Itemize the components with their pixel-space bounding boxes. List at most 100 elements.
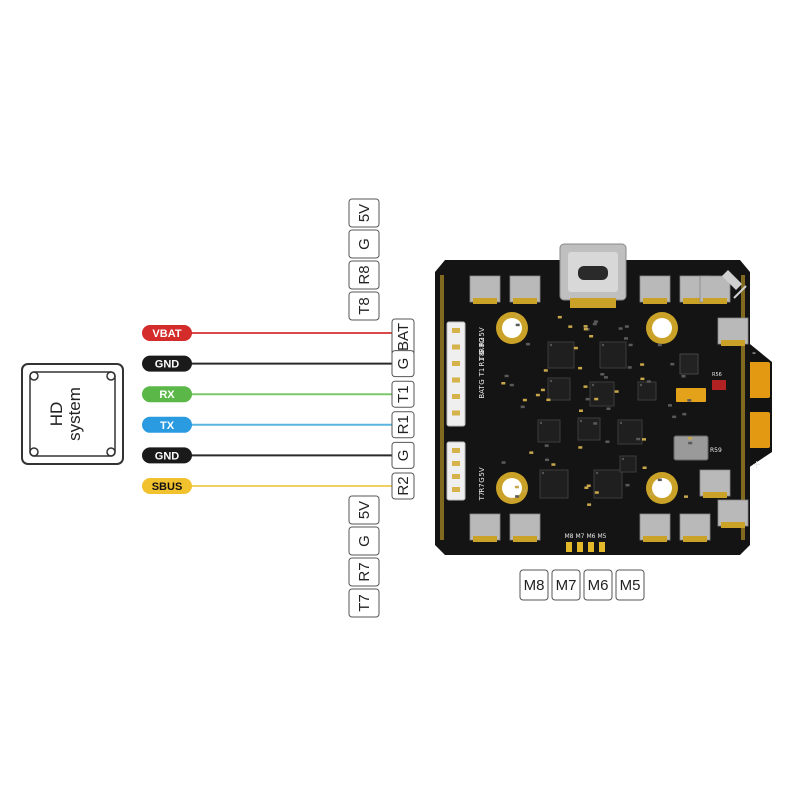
mosfet-11	[699, 275, 731, 303]
wire-label-0: VBAT	[152, 328, 181, 340]
board-motor-pad-0	[566, 542, 572, 552]
side-pad-label-3: R1	[395, 415, 412, 434]
mosfet-6	[469, 513, 501, 541]
side-pad-label-1: G	[395, 358, 412, 370]
battery-positive-pad	[748, 412, 770, 448]
side-pad-label-4: G	[395, 450, 412, 462]
chip-7	[539, 469, 569, 499]
bottom_connector_pads-pad-label-0: T7	[356, 594, 373, 612]
silk-silk-conn2-1: R8	[478, 343, 486, 352]
side-pad-3: R1	[391, 411, 415, 439]
ic-chips	[537, 341, 657, 499]
silk-silk-conn1-4: G	[478, 349, 486, 354]
mounting-holes	[496, 312, 678, 504]
motor-pad-label-3: M5	[620, 577, 641, 594]
silk-silk-conn1-5: R2	[478, 337, 486, 346]
wire-label-pill-3: TX	[142, 416, 192, 433]
side-pad-4: G	[391, 441, 415, 469]
silk-silk-conn2-2: G	[478, 337, 486, 342]
motor-pad-3: M5	[615, 569, 645, 601]
wires-group: VBAT GND RX TX GND SBUS	[142, 325, 392, 494]
silk-silk-conn3-0: T7	[478, 492, 486, 502]
wire-label-3: TX	[160, 420, 175, 432]
silk-silk-conn3-1: R7	[478, 483, 486, 492]
top_connector_pads-pad-label-3: 5V	[356, 204, 373, 222]
led-label: R56	[712, 372, 722, 378]
motor-pad-1: M7	[551, 569, 581, 601]
top_connector_pads-pad-label-1: R8	[356, 265, 373, 284]
mosfet-9	[679, 513, 711, 541]
bottom_connector_pads-pad-3: 5V	[348, 495, 380, 525]
motor-pad-label-0: M8	[524, 577, 545, 594]
side-pad-5: R2	[391, 472, 415, 500]
top_connector_pads-pad-label-0: T8	[356, 297, 373, 315]
motor-pad-0: M8	[519, 569, 549, 601]
capacitor	[673, 435, 709, 461]
mosfet-array	[469, 275, 749, 542]
silk-silk-conn1-3: R1	[478, 357, 486, 366]
top_connector_pads-pad-1: R8	[348, 260, 380, 290]
bottom_connector_pads-pad-label-2: G	[356, 535, 373, 547]
chip-2	[547, 377, 571, 401]
polarity-plus: +	[752, 458, 761, 471]
bottom_connector_pads-pad-0: T7	[348, 588, 380, 618]
regulator	[679, 353, 699, 375]
wire-label-5: SBUS	[152, 481, 183, 493]
board-motor-silk-2: M6	[587, 533, 596, 540]
top_connector_pads-pad-label-2: G	[356, 238, 373, 250]
battery-negative-pad	[748, 362, 770, 398]
silk-silk-conn2-0: T8	[478, 352, 486, 362]
top_connector_pads-pad-3: 5V	[348, 198, 380, 228]
side-pad-2: T1	[391, 380, 415, 408]
polarity-minus: -	[752, 346, 756, 359]
bottom_connector_pads-pad-label-1: R7	[356, 562, 373, 581]
mosfet-7	[509, 513, 541, 541]
side-pad-label-0: BAT	[395, 323, 412, 351]
motor-pad-label-1: M7	[556, 577, 577, 594]
motor-pad-label-2: M6	[588, 577, 609, 594]
silk-silk-conn1-0: BAT	[478, 385, 486, 399]
hd-system-module: HD system	[21, 363, 124, 465]
board-connector-1	[446, 321, 466, 427]
motor-pads: M8 M7 M6 M5	[519, 569, 645, 601]
silk-silk-conn1-1: G	[478, 379, 486, 384]
bottom_connector_pads-pad-label-3: 5V	[356, 501, 373, 519]
board-motor-pad-2	[588, 542, 594, 552]
side-pad-label-2: T1	[395, 385, 412, 403]
wire-label-pill-4: GND	[142, 447, 192, 464]
wire-label-4: GND	[155, 450, 180, 462]
top_connector_pads-pad-0: T8	[348, 291, 380, 321]
chip-3	[589, 381, 615, 407]
mosfet-4	[717, 317, 749, 345]
wire-label-2: RX	[159, 389, 175, 401]
bottom_connector_pads-pad-2: G	[348, 526, 380, 556]
bottom_connector_pads-pad-1: R7	[348, 557, 380, 587]
chip-0	[547, 341, 575, 369]
wire-label-pill-0: VBAT	[142, 325, 192, 341]
brand-logo	[722, 270, 747, 299]
side-pad-0: BAT	[391, 318, 415, 356]
mosfet-5	[717, 499, 749, 527]
side-pad-label-5: R2	[395, 476, 412, 495]
wire-label-pill-2: RX	[142, 386, 192, 403]
tantalum-cap	[676, 388, 706, 402]
top_connector_pads-pad-2: G	[348, 229, 380, 259]
capacitor-label: R59	[710, 447, 722, 454]
silk-silk-conn1-2: T1	[478, 368, 486, 378]
wire-label-pill-1: GND	[142, 355, 192, 372]
silk-silk-conn3-3: 5V	[478, 467, 486, 476]
board-motor-silk-3: M5	[598, 533, 607, 540]
side-pad-1: G	[391, 350, 415, 378]
usb-c-port	[559, 243, 627, 308]
wire-label-pill-5: SBUS	[142, 478, 192, 494]
board-connector-2	[446, 441, 466, 501]
silk-silk-conn3-2: G	[478, 477, 486, 482]
top-connector-pads: T8 R8 G 5V	[348, 198, 380, 321]
wire-label-1: GND	[155, 359, 180, 371]
hd-system-label-line2: system	[65, 387, 84, 441]
